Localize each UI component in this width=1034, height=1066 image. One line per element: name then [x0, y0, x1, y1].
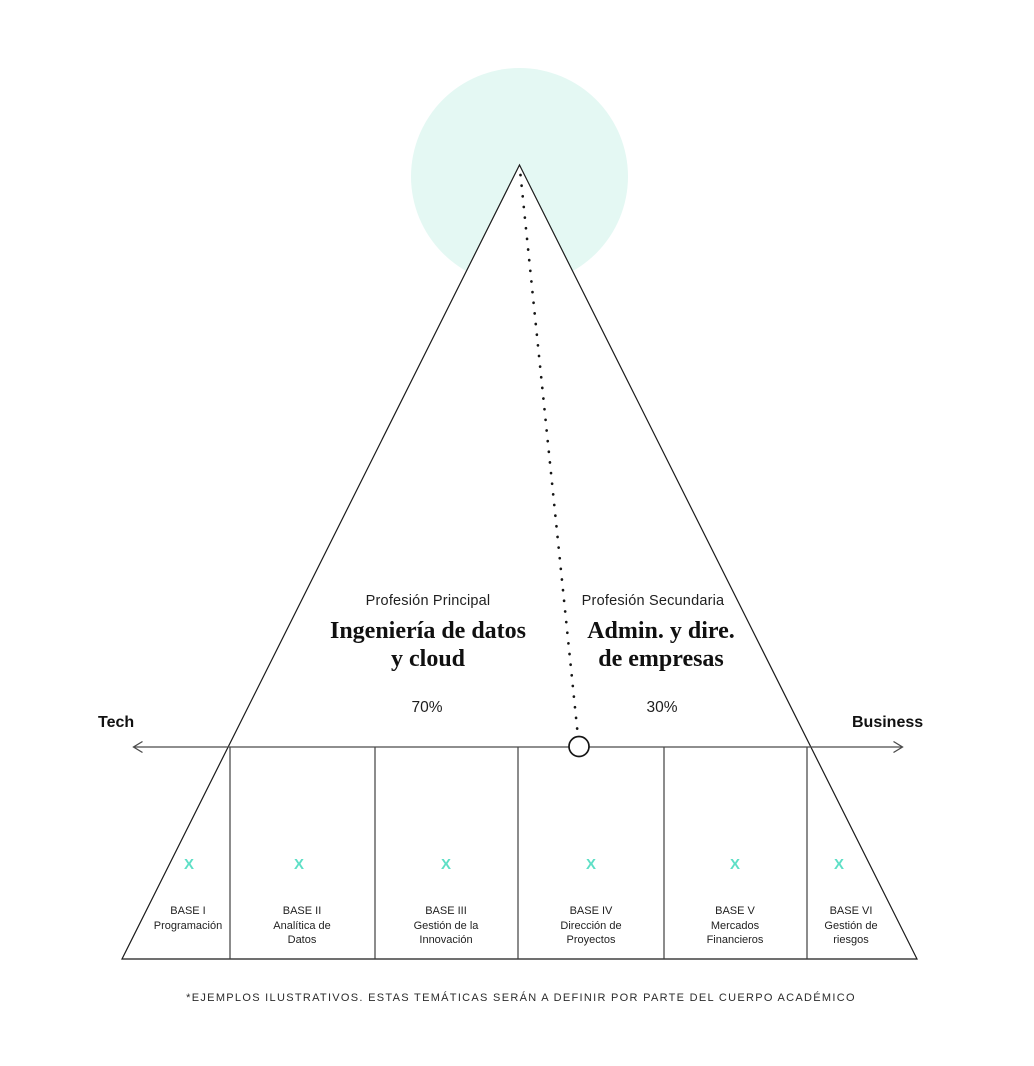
base-5-subtitle: Mercados Financieros [706, 919, 764, 947]
base-3-label: BASE III Gestión de la Innovación [381, 904, 511, 948]
footnote: *EJEMPLOS ILUSTRATIVOS. ESTAS TEMÁTICAS … [186, 992, 856, 1004]
base-1-x-mark: X [183, 856, 195, 873]
base-3-title: BASE III [425, 905, 467, 917]
primary-profession-percent: 70% [411, 699, 443, 716]
secondary-profession-kicker: Profesión Secundaria [581, 593, 725, 609]
base-4-title: BASE IV [569, 905, 613, 917]
axis-marker-circle [568, 735, 590, 758]
axis-label-business: Business [852, 714, 924, 731]
base-6-title: BASE VI [829, 905, 873, 917]
primary-profession-title: Ingeniería de datos y cloud [329, 618, 527, 672]
base-1-title: BASE I [170, 905, 206, 917]
primary-profession-kicker: Profesión Principal [365, 593, 491, 609]
base-4-label: BASE IV Dirección de Proyectos [526, 904, 656, 948]
base-dividers [229, 747, 808, 959]
axis-arrow-right [893, 740, 904, 754]
base-3-subtitle: Gestión de la Innovación [413, 919, 479, 947]
base-2-subtitle: Analítica de Datos [273, 919, 331, 947]
base-6-label: BASE VI Gestión de riesgos [786, 904, 916, 948]
base-5-label: BASE V Mercados Financieros [670, 904, 800, 948]
base-2-x-mark: X [293, 856, 305, 873]
base-1-label: BASE I Programación [123, 904, 253, 933]
tech-business-axis [132, 740, 904, 754]
base-5-x-mark: X [729, 856, 741, 873]
base-2-title: BASE II [282, 905, 322, 917]
axis-label-tech: Tech [98, 714, 135, 731]
base-4-subtitle: Dirección de Proyectos [560, 919, 622, 947]
base-4-x-mark: X [585, 856, 597, 873]
pyramid-triangle [121, 163, 918, 960]
base-2-label: BASE II Analítica de Datos [237, 904, 367, 948]
base-5-title: BASE V [715, 905, 755, 917]
base-6-x-mark: X [833, 856, 845, 873]
secondary-profession-percent: 30% [646, 699, 678, 716]
axis-arrow-left [132, 740, 143, 754]
base-3-x-mark: X [440, 856, 452, 873]
base-6-subtitle: Gestión de riesgos [824, 919, 878, 947]
secondary-profession-title: Admin. y dire. de empresas [587, 618, 735, 672]
base-1-subtitle: Programación [153, 919, 223, 932]
